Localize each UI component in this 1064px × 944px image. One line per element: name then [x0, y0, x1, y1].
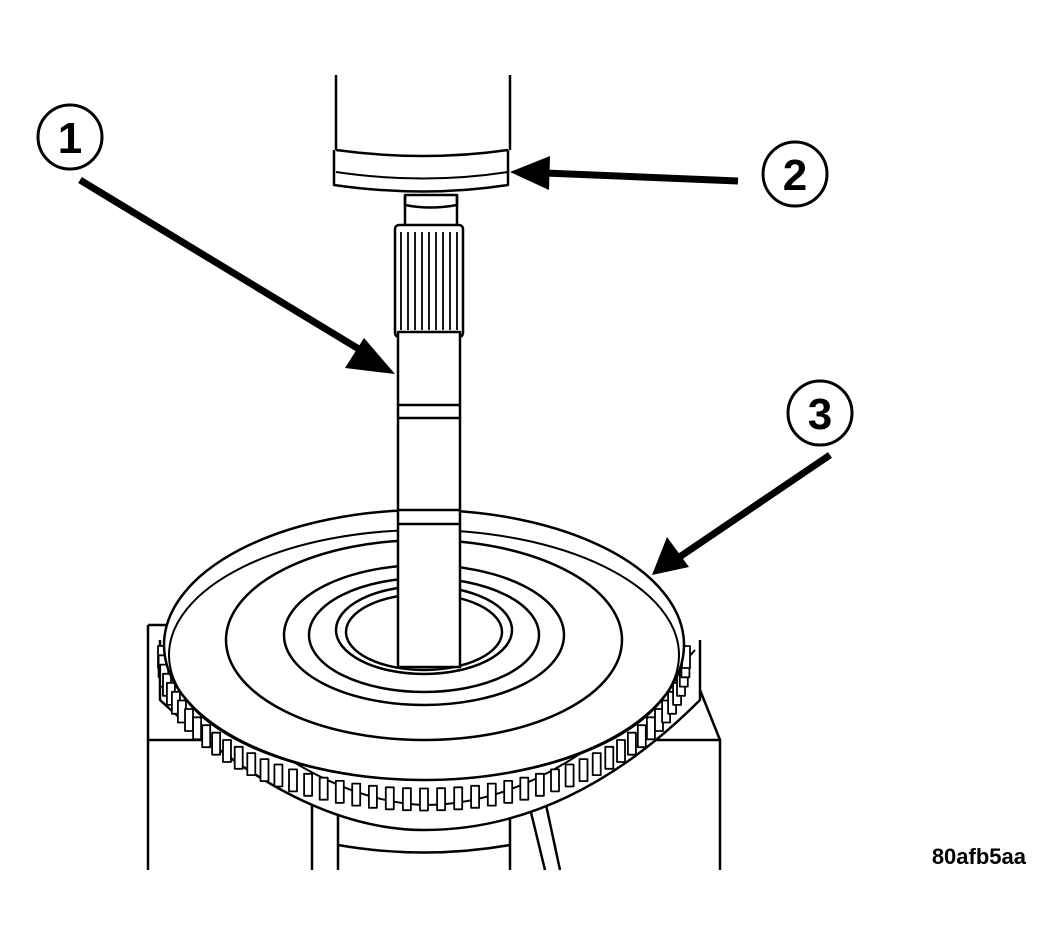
gear-tooth [616, 739, 626, 763]
input-shaft [393, 193, 465, 669]
gear-tooth [419, 787, 429, 812]
gear-tooth [486, 782, 497, 807]
callout-1-label: 1 [58, 114, 82, 163]
leader-arrows [78, 156, 832, 575]
gear-tooth [351, 782, 362, 807]
callout-2: 2 [761, 140, 829, 208]
gear-tooth [636, 724, 647, 749]
gear-tooth [578, 758, 589, 782]
gear-tooth [604, 745, 615, 770]
gear-tooth [184, 708, 194, 732]
gear-tooth [519, 776, 530, 801]
gear-tooth [384, 786, 395, 811]
arrow-to-tool [510, 156, 739, 190]
gear-tooth [453, 786, 464, 811]
gear-tooth [401, 787, 412, 812]
gear-tooth [233, 745, 244, 770]
figure-id: 80afb5aa [931, 844, 1026, 869]
lower-hub [336, 810, 512, 870]
gear-tooth [222, 739, 232, 763]
callout-3: 3 [786, 379, 854, 447]
gear-tooth [246, 752, 257, 776]
gear-tooth [646, 716, 656, 741]
gear-tooth [436, 787, 447, 812]
gear-tooth [367, 784, 378, 809]
gear-tooth [201, 724, 212, 749]
gear-tooth [288, 768, 298, 793]
callout-2-label: 2 [783, 151, 807, 200]
gear-tooth [564, 763, 575, 788]
gear-tooth [627, 731, 637, 756]
arrow-to-shaft [78, 177, 395, 374]
gear-tooth [259, 758, 270, 782]
upper-tool [332, 75, 512, 209]
gear-tooth [211, 731, 222, 756]
gear-tooth [591, 752, 602, 776]
gear-tooth [470, 784, 481, 809]
gear-tooth [334, 780, 345, 804]
gear-tooth [318, 776, 329, 801]
gear-tooth [192, 716, 203, 741]
gear-tooth [535, 772, 545, 797]
support-fixture [146, 623, 722, 871]
gear-tooth [550, 768, 560, 793]
callout-1: 1 [36, 103, 104, 171]
gear-tooth [273, 763, 284, 788]
gear-tooth [303, 772, 314, 797]
arrow-to-gear [652, 452, 832, 575]
callout-3-label: 3 [808, 390, 832, 439]
gear-tooth [503, 780, 514, 804]
